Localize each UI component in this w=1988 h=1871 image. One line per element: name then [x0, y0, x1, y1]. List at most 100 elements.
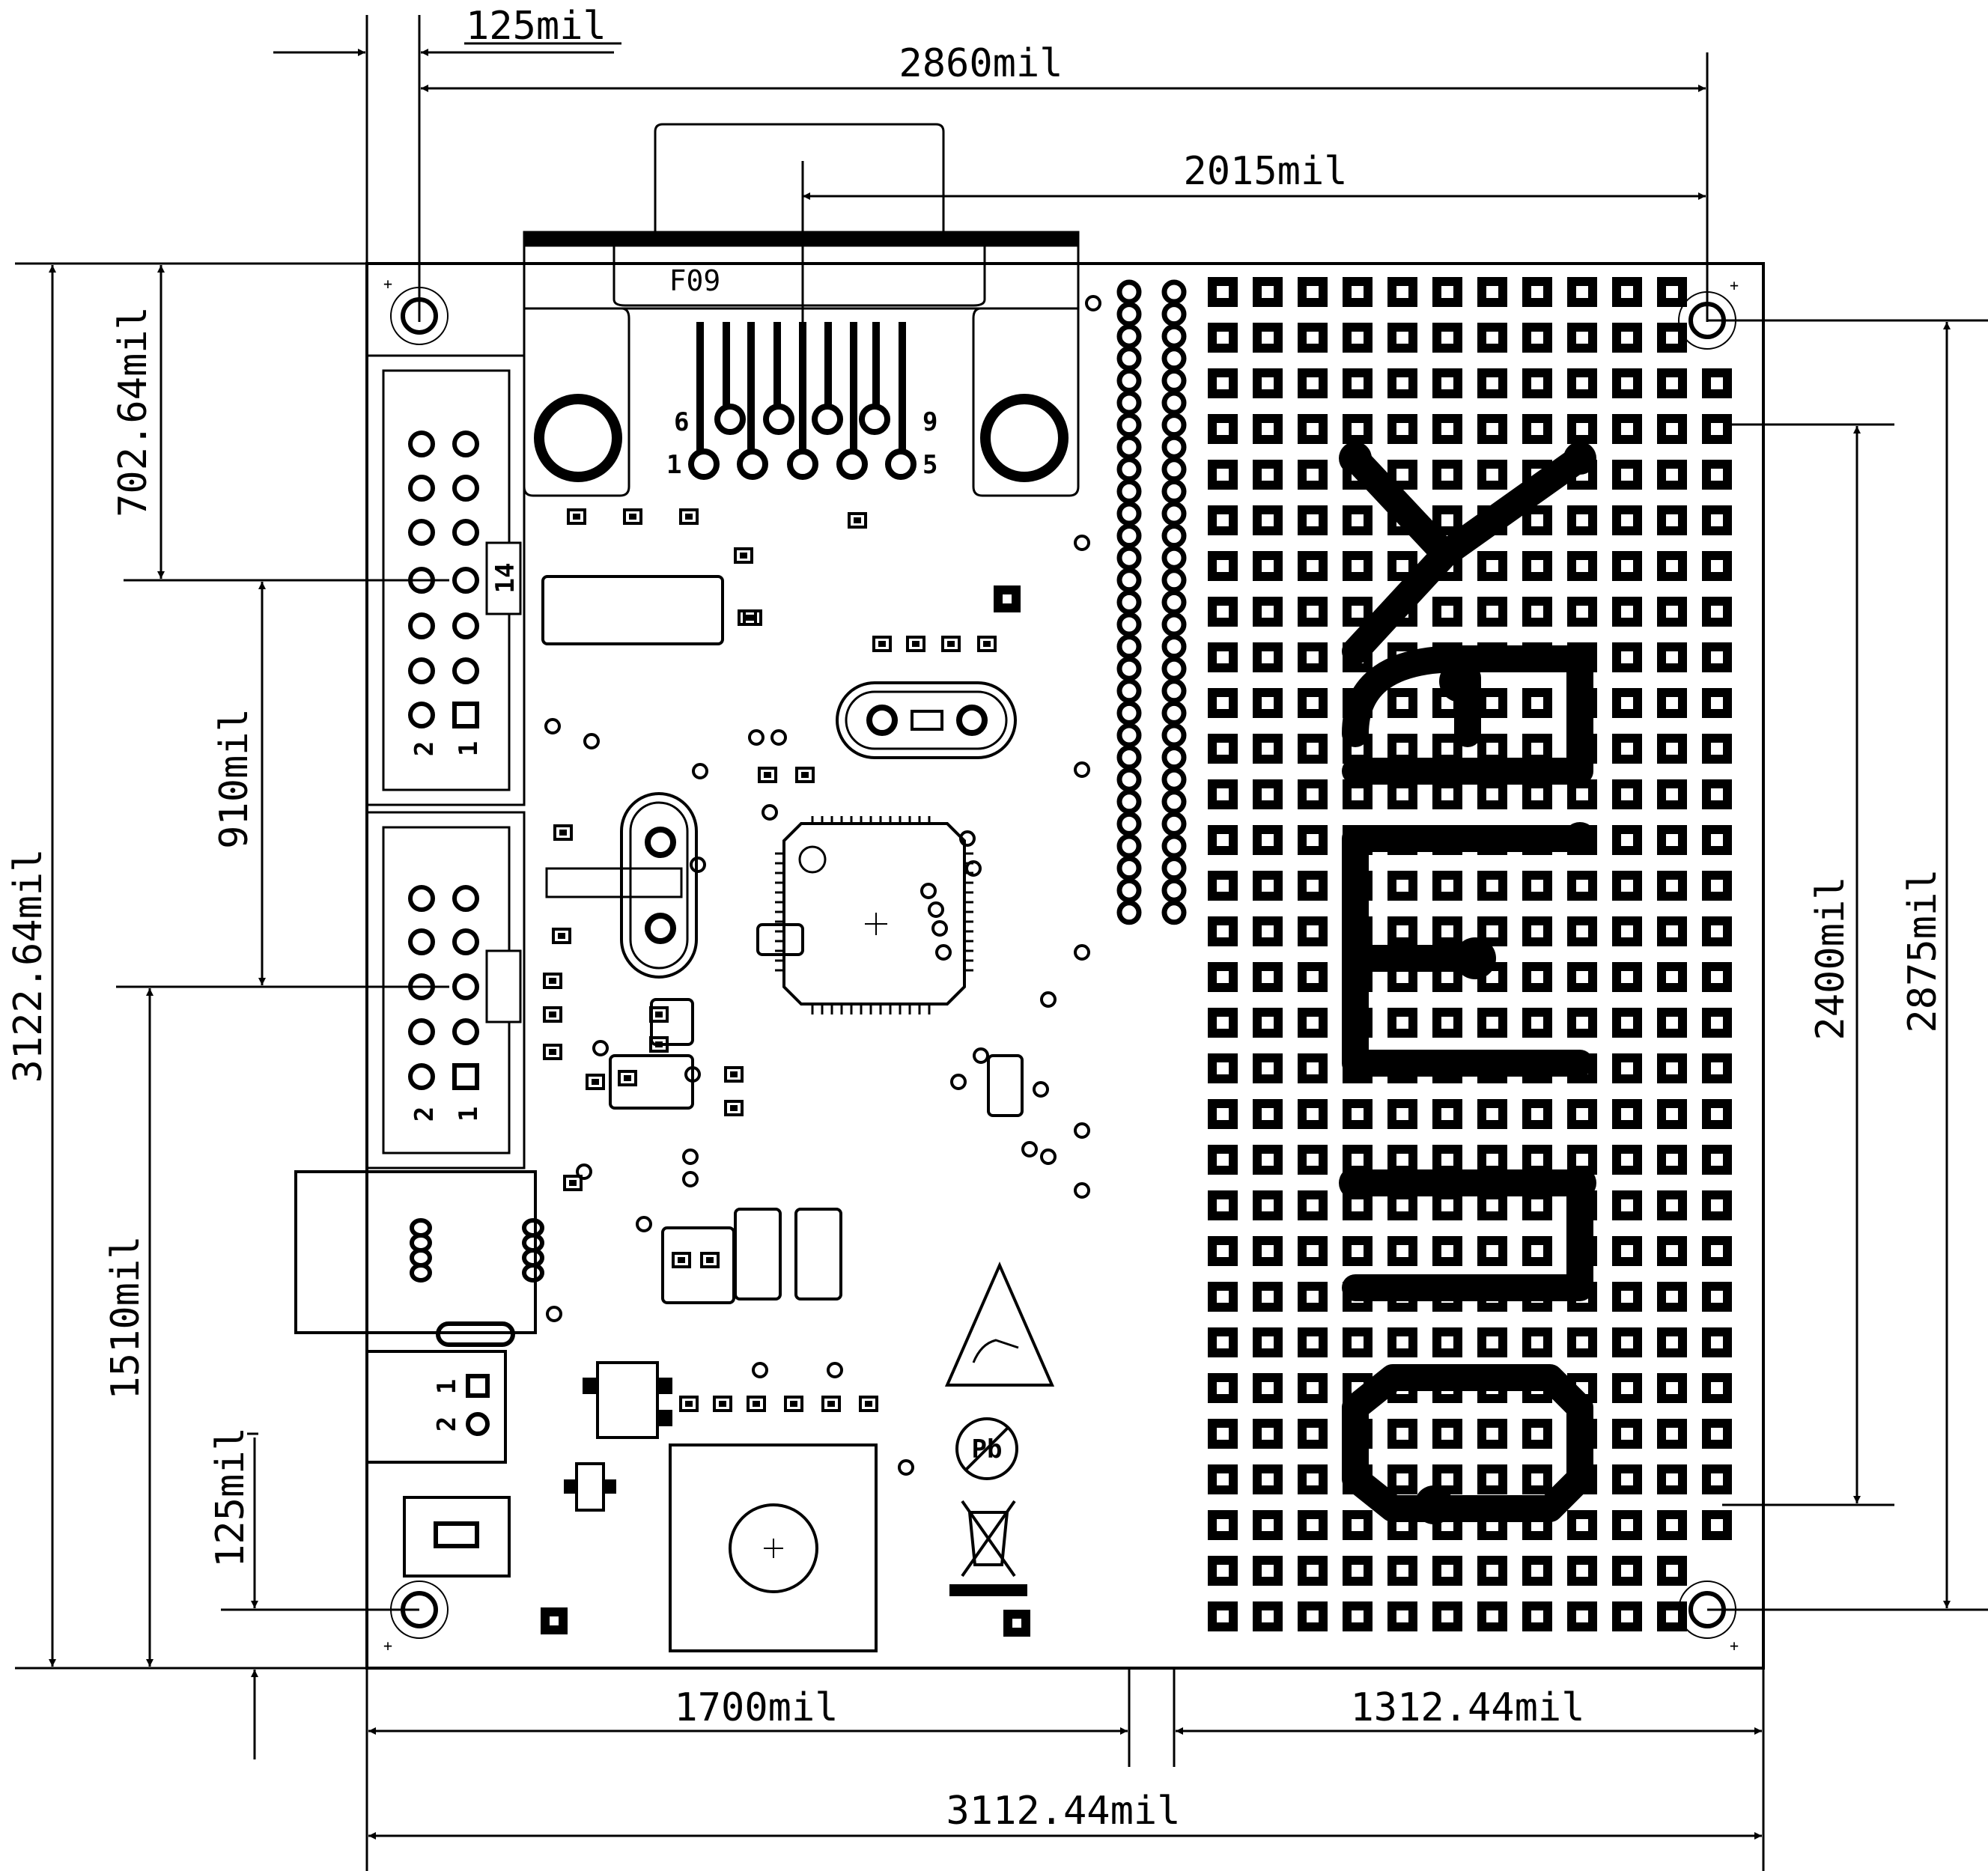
proto-square-pad	[1298, 1008, 1328, 1038]
proto-square-pad	[1702, 1008, 1732, 1038]
proto-square-pad	[1208, 460, 1238, 490]
proto-square-pad	[1657, 1464, 1687, 1494]
proto-round-pad	[1116, 700, 1142, 725]
via	[965, 860, 982, 877]
via	[592, 1040, 609, 1056]
proto-square-pad	[1612, 734, 1642, 764]
via	[1040, 991, 1057, 1008]
proto-round-pad	[1116, 612, 1142, 637]
proto-square-pad	[1477, 551, 1507, 581]
proto-square-pad	[1657, 1008, 1687, 1038]
proto-square-pad	[1387, 1601, 1417, 1631]
esd-warning-icon	[944, 1262, 1055, 1387]
proto-square-pad	[1298, 688, 1328, 718]
via	[950, 1074, 967, 1090]
dim-2860mil: 2860mil	[899, 41, 1063, 86]
proto-square-pad	[1298, 1190, 1328, 1220]
proto-square-pad	[1343, 779, 1373, 809]
proto-square-pad	[1208, 1556, 1238, 1586]
via	[770, 729, 787, 746]
dim-910mil: 910mil	[212, 708, 257, 849]
proto-square-pad	[1253, 1236, 1283, 1266]
dim-2400mil: 2400mil	[1808, 876, 1853, 1040]
proto-square-pad	[1522, 871, 1552, 901]
proto-square-pad	[1702, 1419, 1732, 1449]
proto-square-pad	[1567, 597, 1597, 627]
proto-square-pad	[1477, 368, 1507, 398]
proto-square-pad	[1612, 962, 1642, 992]
via	[920, 883, 937, 899]
proto-round-pad	[1161, 900, 1187, 925]
proto-square-pad	[1387, 688, 1417, 718]
proto-round-pad	[1161, 612, 1187, 637]
olimex-logo-dots	[1339, 442, 1596, 1524]
proto-square-pad	[1612, 871, 1642, 901]
via	[928, 901, 944, 918]
proto-square-pad	[1702, 368, 1732, 398]
proto-square-pad	[1657, 368, 1687, 398]
proto-square-pad	[1522, 414, 1552, 444]
proto-square-pad	[1253, 323, 1283, 353]
vias	[541, 295, 1101, 1637]
proto-square-pad	[1702, 962, 1732, 992]
proto-square-pad	[1612, 1327, 1642, 1357]
proto-square-pad	[1343, 1099, 1373, 1129]
proto-square-pad	[1253, 871, 1283, 901]
db9-pin6-label: 6	[674, 407, 689, 437]
proto-square-pad	[1702, 688, 1732, 718]
component-outline	[609, 1054, 694, 1110]
proto-square-pad	[1702, 414, 1732, 444]
proto-square-pad	[1432, 1556, 1462, 1586]
smd-pad	[743, 609, 762, 626]
smd-pad	[623, 508, 642, 525]
proto-square-pad	[1702, 1510, 1732, 1540]
proto-square-pad	[1253, 825, 1283, 855]
proto-square-pad	[1253, 1099, 1283, 1129]
proto-round-pad	[1116, 523, 1142, 549]
proto-square-pad	[1522, 1419, 1552, 1449]
proto-square-pad	[1343, 505, 1373, 535]
via	[692, 763, 708, 779]
proto-square-pad	[1657, 1510, 1687, 1540]
via	[690, 857, 706, 873]
proto-square-pad	[1208, 323, 1238, 353]
db9-pin9-label: 9	[922, 407, 937, 437]
smd-pad	[679, 508, 699, 525]
smd-pad	[758, 767, 777, 783]
proto-square-pad	[1567, 414, 1597, 444]
proto-square-pad	[1208, 597, 1238, 627]
proto-square-pad	[1702, 460, 1732, 490]
proto-square-pad	[1253, 1510, 1283, 1540]
proto-square-pad	[1432, 1327, 1462, 1357]
smd-pad	[672, 1252, 691, 1268]
proto-square-pad	[1432, 1419, 1462, 1449]
proto-square-pad	[1432, 1145, 1462, 1175]
proto-square-pad	[1612, 1282, 1642, 1312]
component-outline	[734, 1208, 782, 1300]
proto-square-pad	[1298, 414, 1328, 444]
smd-pad	[618, 1070, 637, 1086]
proto-square-pad	[1387, 1419, 1417, 1449]
proto-square-pad	[1657, 551, 1687, 581]
via	[762, 804, 778, 821]
proto-round-pad	[1116, 833, 1142, 859]
proto-square-pad	[1702, 1373, 1732, 1403]
smd-pad	[543, 973, 562, 989]
proto-square-pad	[1208, 779, 1238, 809]
smd-pad	[906, 636, 925, 652]
proto-round-pad	[1161, 523, 1187, 549]
proto-square-pad	[1657, 277, 1687, 307]
proto-square-pad	[1298, 962, 1328, 992]
proto-square-pad	[1432, 1236, 1462, 1266]
proto-square-pad	[1477, 1601, 1507, 1631]
proto-square-pad	[1253, 551, 1283, 581]
proto-square-pad	[1253, 414, 1283, 444]
proto-square-pad	[1253, 1282, 1283, 1312]
proto-square-pad	[1432, 368, 1462, 398]
proto-square-pad	[1343, 1510, 1373, 1540]
proto-square-pad	[1612, 368, 1642, 398]
via	[684, 1066, 701, 1083]
proto-square-pad	[1208, 1053, 1238, 1083]
smd-pad	[713, 1396, 732, 1412]
proto-round-pad	[1116, 368, 1142, 393]
